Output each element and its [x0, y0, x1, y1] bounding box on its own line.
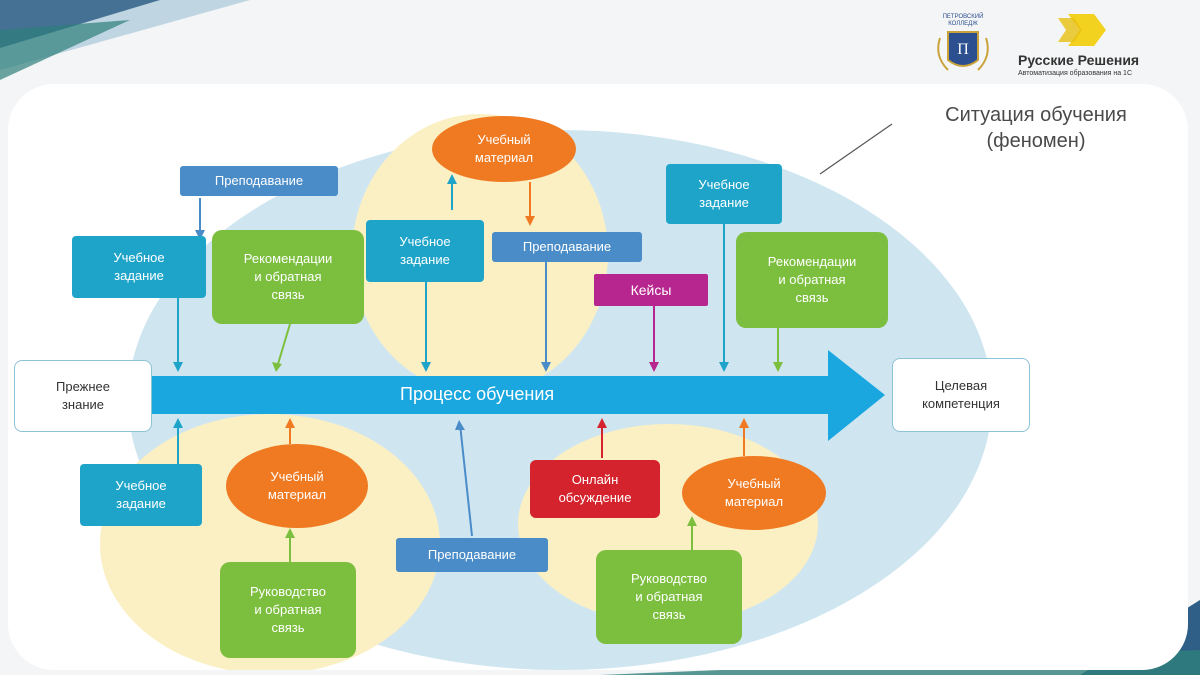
diagram-card: Процесс обучения Прежнее знание Целевая …: [8, 84, 1188, 670]
end-box: Целевая компетенция: [892, 358, 1030, 432]
node-cases: Кейсы: [594, 274, 708, 306]
corner-shape-teal: [0, 20, 130, 80]
company-tagline: Автоматизация образования на 1С: [1018, 70, 1133, 77]
company-name: Русские Решения: [1018, 52, 1140, 68]
svg-text:П: П: [957, 41, 969, 58]
college-crest-icon: П: [937, 31, 989, 71]
connector-arrowheads: [173, 174, 783, 538]
company-logo: Русские Решения Автоматизация образовани…: [1018, 10, 1178, 80]
node-online-discussion: Онлайн обсуждение: [530, 460, 660, 518]
node-material-bottom-left: Учебный материал: [226, 444, 368, 528]
node-guidance-left: Руководство и обратная связь: [220, 562, 356, 658]
college-name: ПЕТРОВСКИЙ КОЛЛЕДЖ: [942, 14, 984, 27]
node-task-left-top: Учебное задание: [72, 236, 206, 298]
situation-pointer-line: [819, 123, 893, 175]
node-recommend-right: Рекомендации и обратная связь: [736, 232, 888, 328]
node-guidance-right: Руководство и обратная связь: [596, 550, 742, 644]
node-teaching-center: Преподавание: [492, 232, 642, 262]
node-task-left-bottom: Учебное задание: [80, 464, 202, 526]
company-mark-icon: [1058, 14, 1106, 46]
node-task-center-top: Учебное задание: [366, 220, 484, 282]
node-teaching-bottom: Преподавание: [396, 538, 548, 572]
node-task-right-top: Учебное задание: [666, 164, 782, 224]
node-material-top: Учебный материал: [432, 116, 576, 182]
node-material-bottom-right: Учебный материал: [682, 456, 826, 530]
process-arrow-label: Процесс обучения: [400, 384, 555, 404]
main-process-arrow: [148, 350, 885, 441]
start-box: Прежнее знание: [14, 360, 152, 432]
node-recommend-left: Рекомендации и обратная связь: [212, 230, 364, 324]
situation-label: Ситуация обучения (феномен): [945, 104, 1127, 152]
college-logo: П ПЕТРОВСКИЙ КОЛЛЕДЖ: [928, 12, 998, 80]
connector-arrows: [177, 182, 779, 562]
node-teaching-top-left: Преподавание: [180, 166, 338, 196]
